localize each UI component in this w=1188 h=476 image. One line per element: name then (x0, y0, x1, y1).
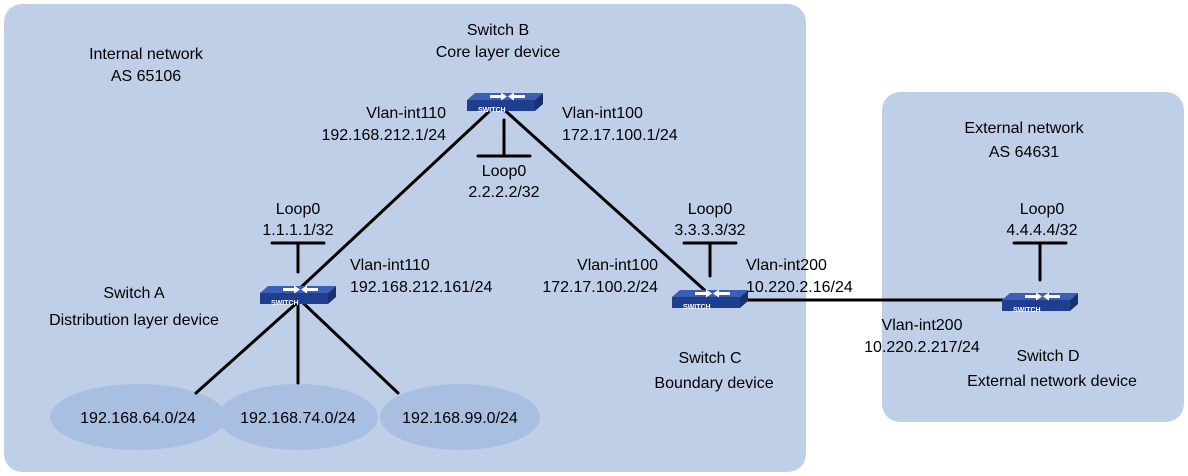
switch-c-loop-name: Loop0 (688, 201, 733, 218)
internal-zone-title: Internal network (89, 46, 204, 63)
switch-d-device: SWITCH (1002, 292, 1078, 314)
switch-d-name: Switch D (1016, 348, 1079, 365)
subnet-ellipse-2 (218, 384, 378, 450)
if-c-to-b-ip: 172.17.100.2/24 (542, 279, 658, 296)
switch-c-badge: SWITCH (683, 304, 711, 311)
subnet-label-3: 192.168.99.0/24 (402, 410, 518, 427)
switch-c-name: Switch C (678, 350, 741, 367)
switch-d-icon (1002, 292, 1078, 311)
if-b-to-c-name: Vlan-int100 (562, 105, 643, 122)
link-a-subnet-1 (194, 298, 302, 395)
switch-c-icon (672, 289, 748, 308)
switch-a-role: Distribution layer device (49, 312, 219, 329)
switch-d-badge: SWITCH (1013, 307, 1041, 314)
switch-d-role: External network device (967, 373, 1137, 390)
switch-d-loop-name: Loop0 (1020, 201, 1065, 218)
switch-a-icon (260, 285, 336, 304)
switch-b-loop-name: Loop0 (482, 163, 527, 180)
if-c-to-b-name: Vlan-int100 (577, 257, 658, 274)
switch-a-loop-ip: 1.1.1.1/32 (262, 222, 333, 239)
if-b-to-a-name: Vlan-int110 (366, 105, 446, 122)
switch-b-icon (467, 92, 543, 111)
switch-c-role: Boundary device (654, 375, 773, 392)
external-zone-as: AS 64631 (989, 144, 1059, 161)
if-b-to-c-ip: 172.17.100.1/24 (562, 127, 678, 144)
switch-b-role: Core layer device (436, 44, 561, 61)
link-a-subnet-3 (298, 298, 400, 395)
if-d-to-c-name: Vlan-int200 (882, 317, 963, 334)
subnet-label-2: 192.168.74.0/24 (240, 410, 356, 427)
if-c-to-d-name: Vlan-int200 (746, 257, 827, 274)
switch-a-name: Switch A (103, 285, 165, 302)
subnet-ellipse-3 (380, 384, 540, 450)
internal-network-zone (4, 4, 806, 472)
if-c-to-d-ip: 10.220.2.16/24 (746, 279, 853, 296)
if-d-to-c-ip: 10.220.2.217/24 (864, 339, 980, 356)
external-network-zone (882, 92, 1184, 422)
switch-a-loop-name: Loop0 (276, 201, 321, 218)
subnet-label-1: 192.168.64.0/24 (80, 410, 196, 427)
switch-b-device: SWITCH (467, 92, 543, 114)
link-a-b (296, 104, 497, 292)
switch-b-badge: SWITCH (478, 107, 506, 114)
if-a-to-b-name: Vlan-int110 (350, 257, 430, 274)
internal-zone-as: AS 65106 (111, 68, 181, 85)
link-b-c (498, 104, 712, 297)
switch-d-loop-ip: 4.4.4.4/32 (1006, 222, 1077, 239)
switch-a-badge: SWITCH (271, 300, 299, 307)
subnet-ellipse-1 (50, 384, 226, 450)
if-b-to-a-ip: 192.168.212.1/24 (321, 127, 446, 144)
switch-b-loop-ip: 2.2.2.2/32 (468, 184, 539, 201)
if-a-to-b-ip: 192.168.212.161/24 (350, 279, 492, 296)
switch-c-loop-ip: 3.3.3.3/32 (674, 222, 745, 239)
switch-c-device: SWITCH (672, 289, 748, 311)
switch-b-name: Switch B (467, 22, 529, 39)
external-zone-title: External network (964, 120, 1084, 137)
switch-a-device: SWITCH (260, 285, 336, 307)
